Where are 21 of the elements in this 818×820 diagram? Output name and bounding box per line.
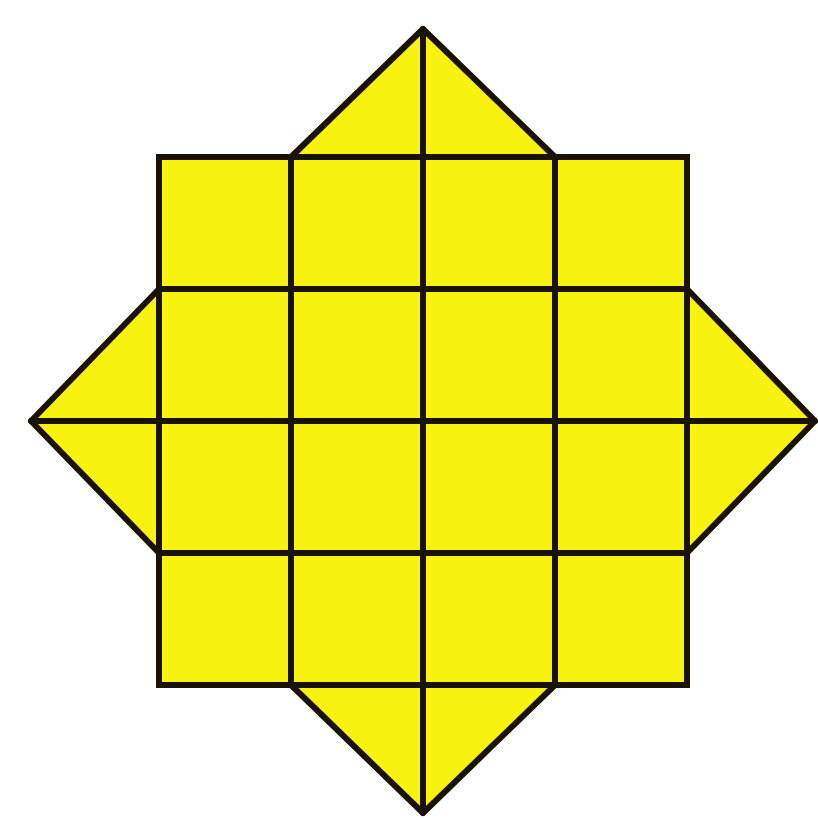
square-tile [288,550,426,688]
square-tile [420,418,558,556]
triangle-tile [28,418,156,550]
square-tile [552,418,690,556]
square-tile [288,154,426,292]
triangle-tile [420,26,552,154]
square-tile [288,418,426,556]
square-tile [288,286,426,424]
triangle-tile [420,682,552,810]
square-tile [552,286,690,424]
triangle-tile [684,418,812,550]
square-tile [420,154,558,292]
triangle-tile [684,286,812,418]
square-tile [552,550,690,688]
square-tile [420,550,558,688]
square-tile [156,286,294,424]
square-tile [156,550,294,688]
square-tile [156,154,294,292]
square-tile [552,154,690,292]
square-tile [420,286,558,424]
square-tile [156,418,294,556]
